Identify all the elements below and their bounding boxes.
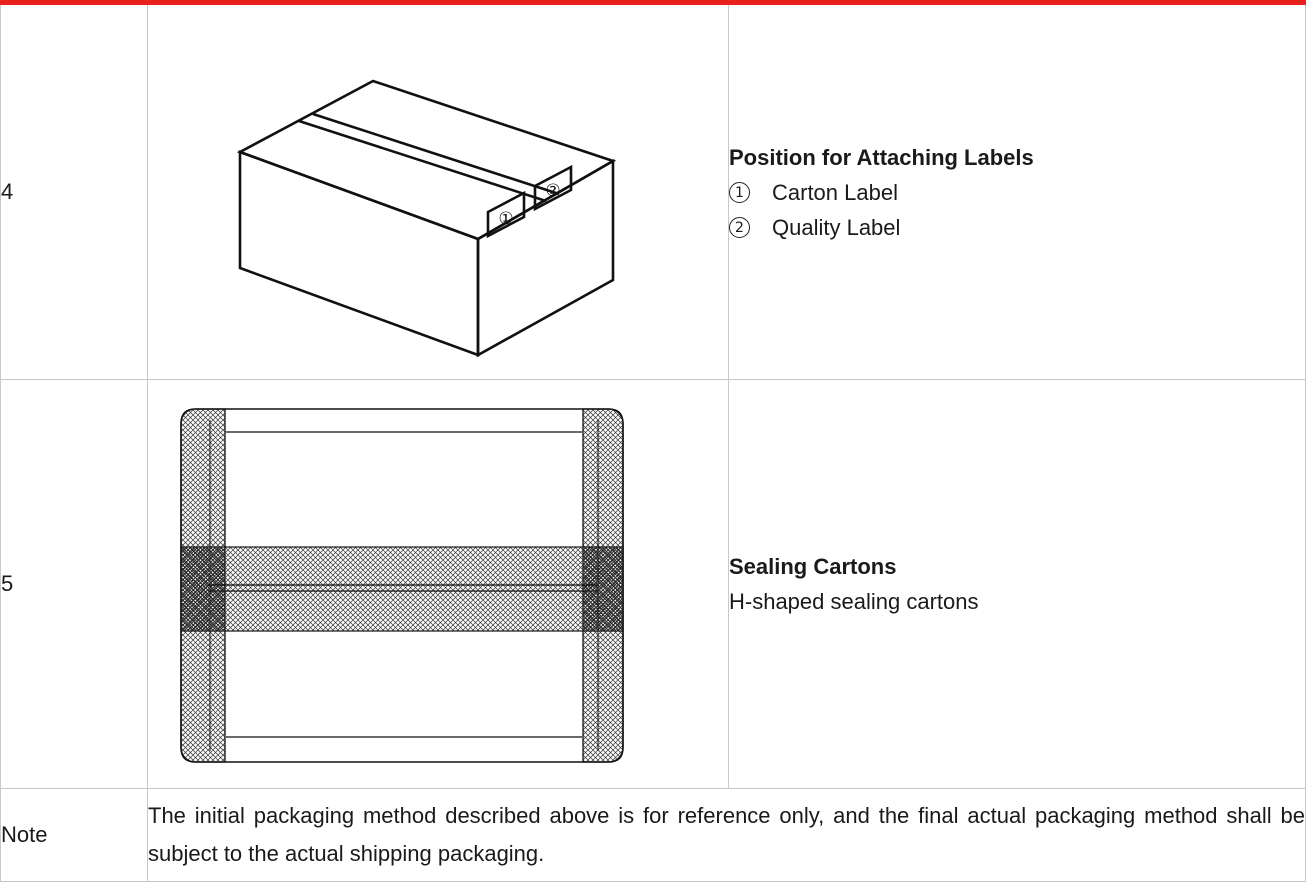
figure-cell (147, 379, 729, 789)
list-item: 2 Quality Label (729, 210, 1305, 245)
figure-cell: ① ② (147, 5, 729, 380)
number-marker: 1 (729, 181, 750, 203)
section-text: H-shaped sealing cartons (729, 589, 979, 614)
number-marker: 2 (729, 216, 750, 238)
label-marker-1: ① (498, 209, 513, 229)
list-item: 1 Carton Label (729, 175, 1305, 210)
top-accent-bar (0, 0, 1306, 5)
carton-box-icon: ① ② (236, 79, 617, 358)
note-label: Note (0, 788, 148, 882)
description-cell: Sealing Cartons H-shaped sealing cartons (728, 379, 1306, 789)
table-row: 5 (0, 379, 1306, 789)
step-number: 5 (0, 379, 148, 789)
h-tape-diagram-icon (180, 408, 624, 763)
description-cell: Position for Attaching Labels 1 Carton L… (728, 5, 1306, 380)
packaging-table: 4 ① ② (0, 5, 1306, 882)
section-title: Sealing Cartons (729, 554, 897, 579)
step-number: 4 (0, 5, 148, 380)
table-row: 4 ① ② (0, 5, 1306, 380)
item-label: Quality Label (772, 214, 901, 240)
item-label: Carton Label (772, 179, 898, 205)
label-marker-2: ② (545, 181, 560, 201)
table-row: Note The initial packaging method descri… (0, 788, 1306, 882)
note-text: The initial packaging method described a… (147, 788, 1306, 882)
section-title: Position for Attaching Labels (729, 144, 1034, 170)
